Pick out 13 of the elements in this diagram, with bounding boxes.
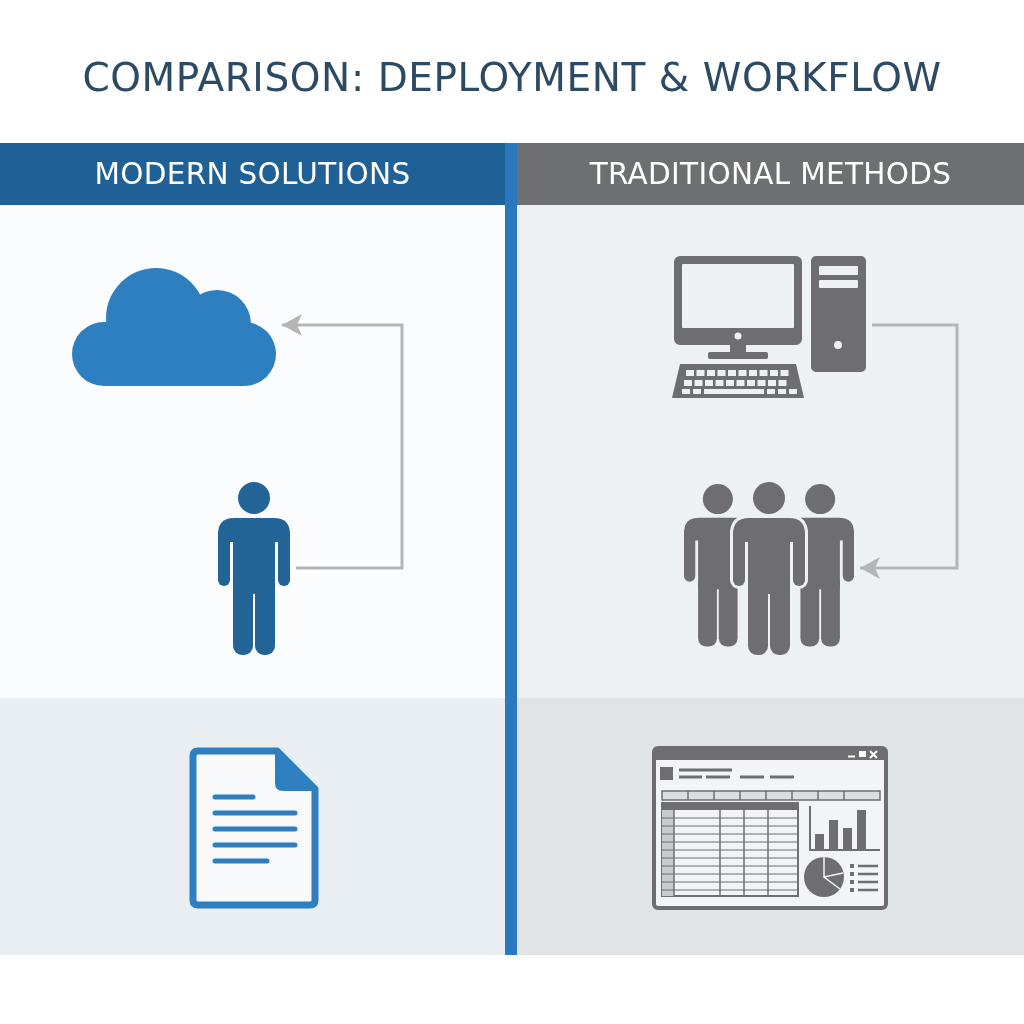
arrow [860, 323, 959, 579]
cloud-icon [72, 268, 276, 386]
spreadsheet-window-icon [652, 746, 888, 910]
column-header: MODERN SOLUTIONS [0, 143, 505, 205]
desktop-computer-icon [672, 256, 866, 398]
document-icon [189, 747, 319, 909]
people-group-icon [684, 482, 854, 655]
column-header: TRADITIONAL METHODS [517, 143, 1024, 205]
arrow [282, 314, 404, 570]
column-panel [517, 143, 1024, 955]
diagram-title: COMPARISON: DEPLOYMENT & WORKFLOW [82, 55, 942, 100]
column-panel [0, 143, 505, 955]
person-icon [218, 482, 290, 655]
